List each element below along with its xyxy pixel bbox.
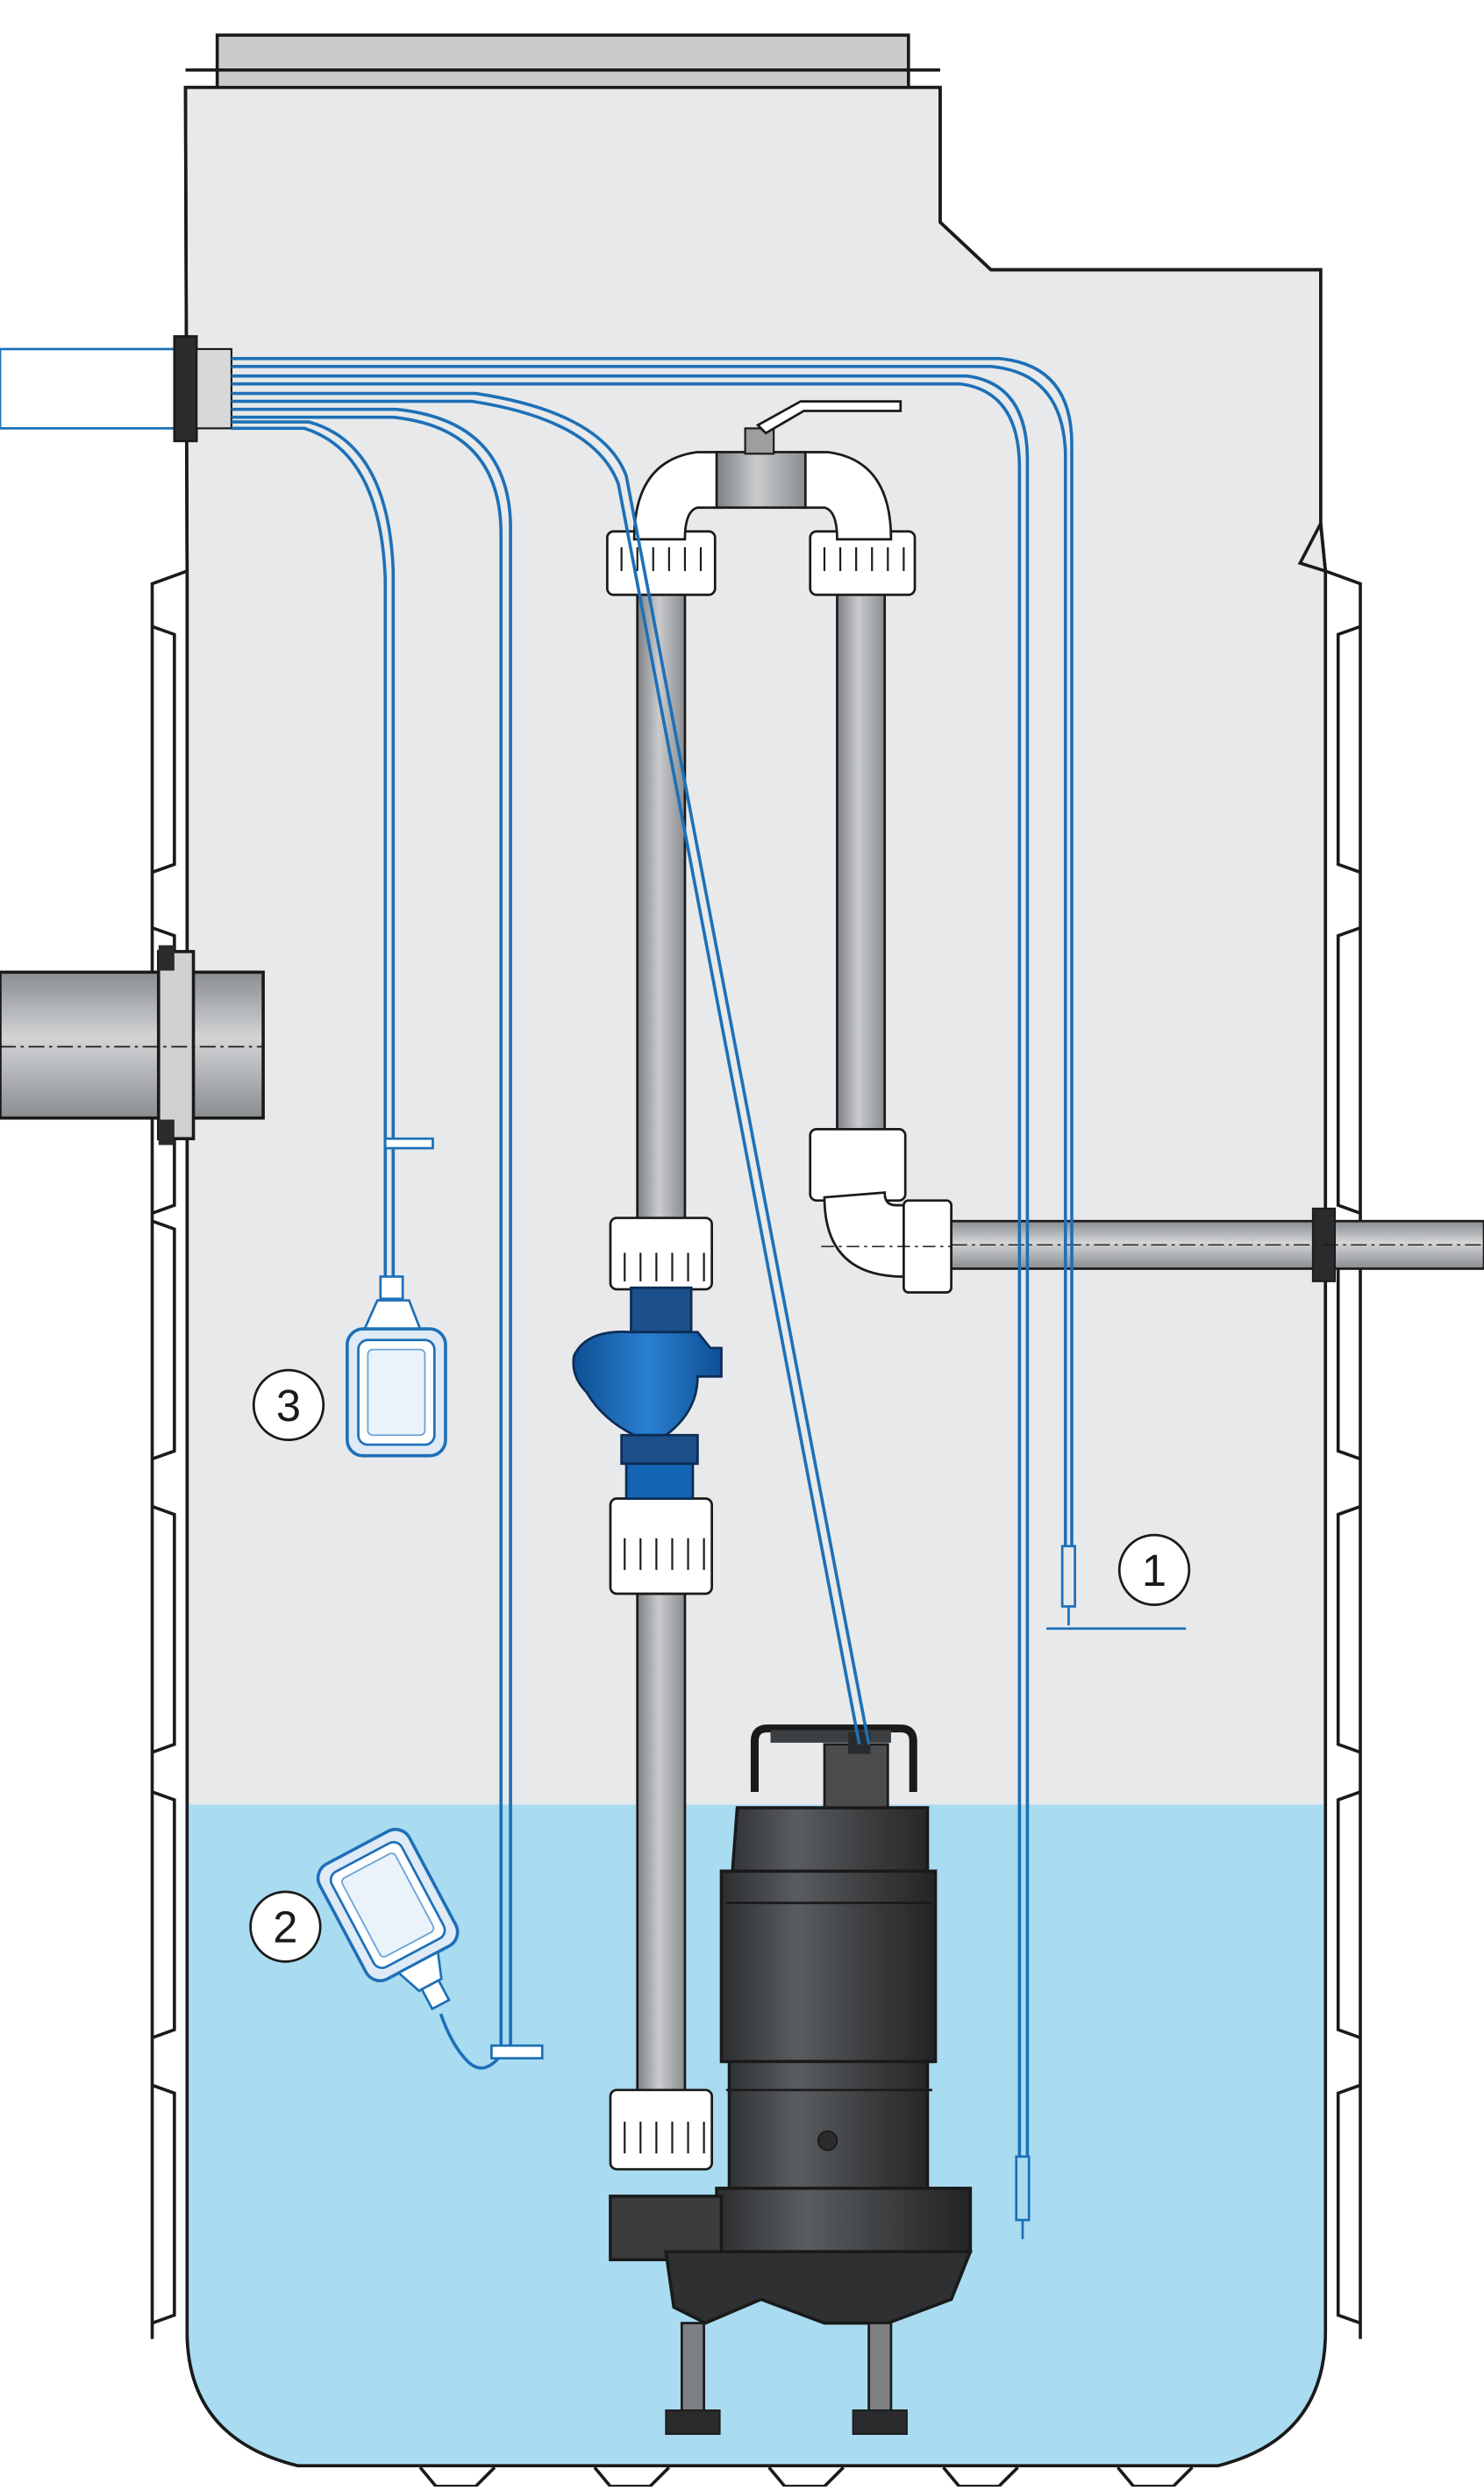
level-probe — [1015, 1545, 1187, 2239]
tank — [150, 33, 1362, 2488]
callout-1: 1 — [1117, 1533, 1191, 1607]
outlet-pipe — [950, 1207, 1484, 1282]
callout-3-label: 3 — [276, 1381, 301, 1431]
callout-2: 2 — [249, 1890, 322, 1963]
control-cables — [231, 357, 1074, 2157]
callout-2-label: 2 — [273, 1902, 297, 1952]
lower-float-switch — [316, 1827, 544, 2070]
ball-valve — [715, 400, 903, 510]
check-valve — [572, 1286, 723, 1500]
cable-gland — [173, 335, 198, 443]
callout-1-label: 1 — [1142, 1545, 1167, 1595]
inlet-pipe — [0, 945, 265, 1146]
callout-3: 3 — [252, 1368, 325, 1442]
cable-inlet — [0, 335, 233, 443]
tank-base-feet — [418, 2466, 1194, 2488]
tank-outer-ribs-left — [150, 569, 188, 2339]
tank-lid — [215, 33, 910, 89]
discharge-riser — [605, 451, 952, 2171]
tank-outer-ribs-right — [1324, 569, 1362, 2339]
grinder-pump — [609, 1724, 973, 2435]
upper-float-switch — [346, 1137, 447, 1458]
cable-conduit — [0, 347, 179, 430]
